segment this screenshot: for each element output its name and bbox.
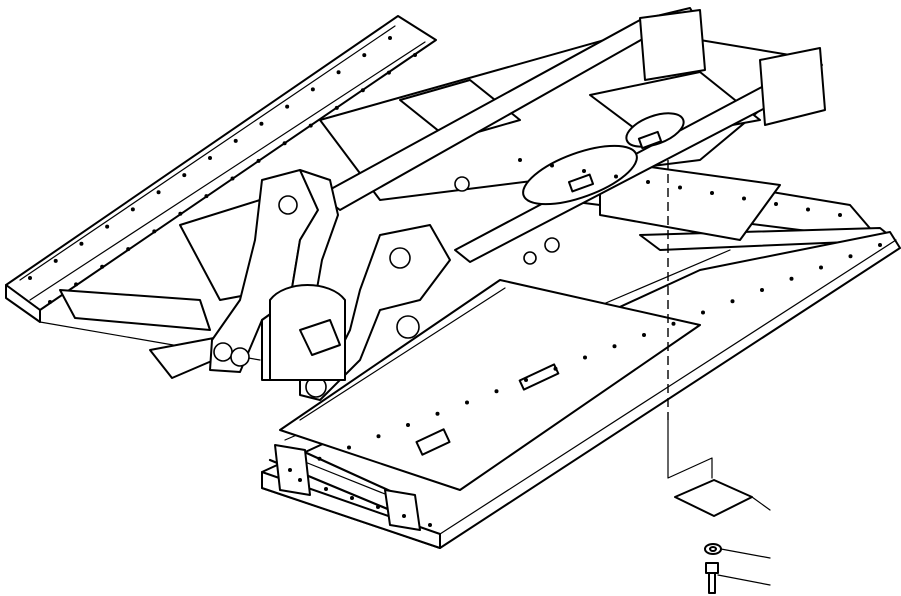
rivet — [256, 158, 261, 163]
rivet — [806, 207, 810, 212]
bolt-part — [705, 562, 771, 594]
center-opening — [269, 112, 685, 381]
cover-plate-part — [674, 479, 771, 517]
rivet — [819, 265, 823, 270]
rivet — [285, 104, 290, 109]
rivet — [646, 180, 650, 184]
rivet — [178, 211, 183, 216]
rivet — [789, 276, 794, 281]
lower-rails — [268, 444, 421, 531]
rivet — [701, 310, 705, 315]
center-floor-panel — [279, 279, 701, 491]
rivet — [760, 288, 764, 292]
rivet — [388, 36, 392, 40]
rivet — [48, 300, 52, 304]
rivet-dots — [28, 36, 882, 527]
rivet — [710, 191, 714, 195]
rivet — [612, 344, 617, 349]
rivet — [259, 121, 264, 126]
rivet — [435, 411, 440, 416]
rivet — [360, 88, 365, 93]
rivet — [386, 70, 391, 75]
rivet — [100, 264, 105, 269]
rivet — [774, 202, 778, 206]
rivet — [152, 229, 157, 234]
rivet — [376, 434, 381, 439]
rivet — [204, 194, 209, 199]
left-deck-plate — [5, 15, 437, 361]
rivet — [126, 247, 131, 252]
rivet — [550, 163, 554, 168]
rivet — [402, 514, 406, 518]
deck-details — [415, 130, 663, 456]
rivet — [233, 138, 238, 143]
rivet — [310, 87, 315, 92]
rivet — [428, 523, 432, 527]
rivet — [524, 378, 528, 382]
washer-part — [704, 543, 771, 559]
rivet — [553, 366, 558, 371]
rivet — [878, 243, 882, 247]
rivet — [742, 196, 746, 201]
rivet — [347, 445, 351, 450]
rivet — [614, 174, 618, 179]
rivet — [413, 53, 417, 57]
rivet — [465, 400, 469, 405]
rivet — [730, 299, 735, 304]
rivet — [317, 456, 322, 461]
rivet — [182, 173, 187, 178]
rivet — [494, 389, 499, 394]
rivet — [298, 478, 302, 482]
rivet — [848, 254, 853, 259]
rivet — [53, 258, 58, 263]
rivet — [362, 53, 367, 58]
rivet — [350, 496, 354, 500]
rivet — [288, 468, 292, 472]
rivet — [518, 158, 522, 162]
rivet — [336, 70, 341, 75]
rivet — [671, 321, 676, 326]
exploded-parts — [667, 419, 771, 594]
rivet — [324, 487, 328, 491]
rivet — [79, 241, 84, 246]
rivet — [156, 190, 161, 195]
rivet — [678, 185, 682, 190]
rivet — [208, 156, 212, 160]
rivet — [582, 169, 586, 173]
rivet — [28, 276, 32, 280]
rivet — [282, 141, 287, 146]
rivet — [74, 282, 79, 287]
rivet — [230, 176, 235, 181]
rivet — [334, 105, 339, 110]
rivet — [376, 505, 380, 509]
rivet — [583, 355, 587, 360]
rivet — [838, 213, 842, 217]
rivet — [642, 333, 646, 337]
rivet — [406, 423, 410, 427]
rivet — [308, 123, 313, 128]
rivet — [130, 207, 135, 212]
front-left-step — [59, 289, 215, 379]
rivet — [105, 224, 110, 229]
